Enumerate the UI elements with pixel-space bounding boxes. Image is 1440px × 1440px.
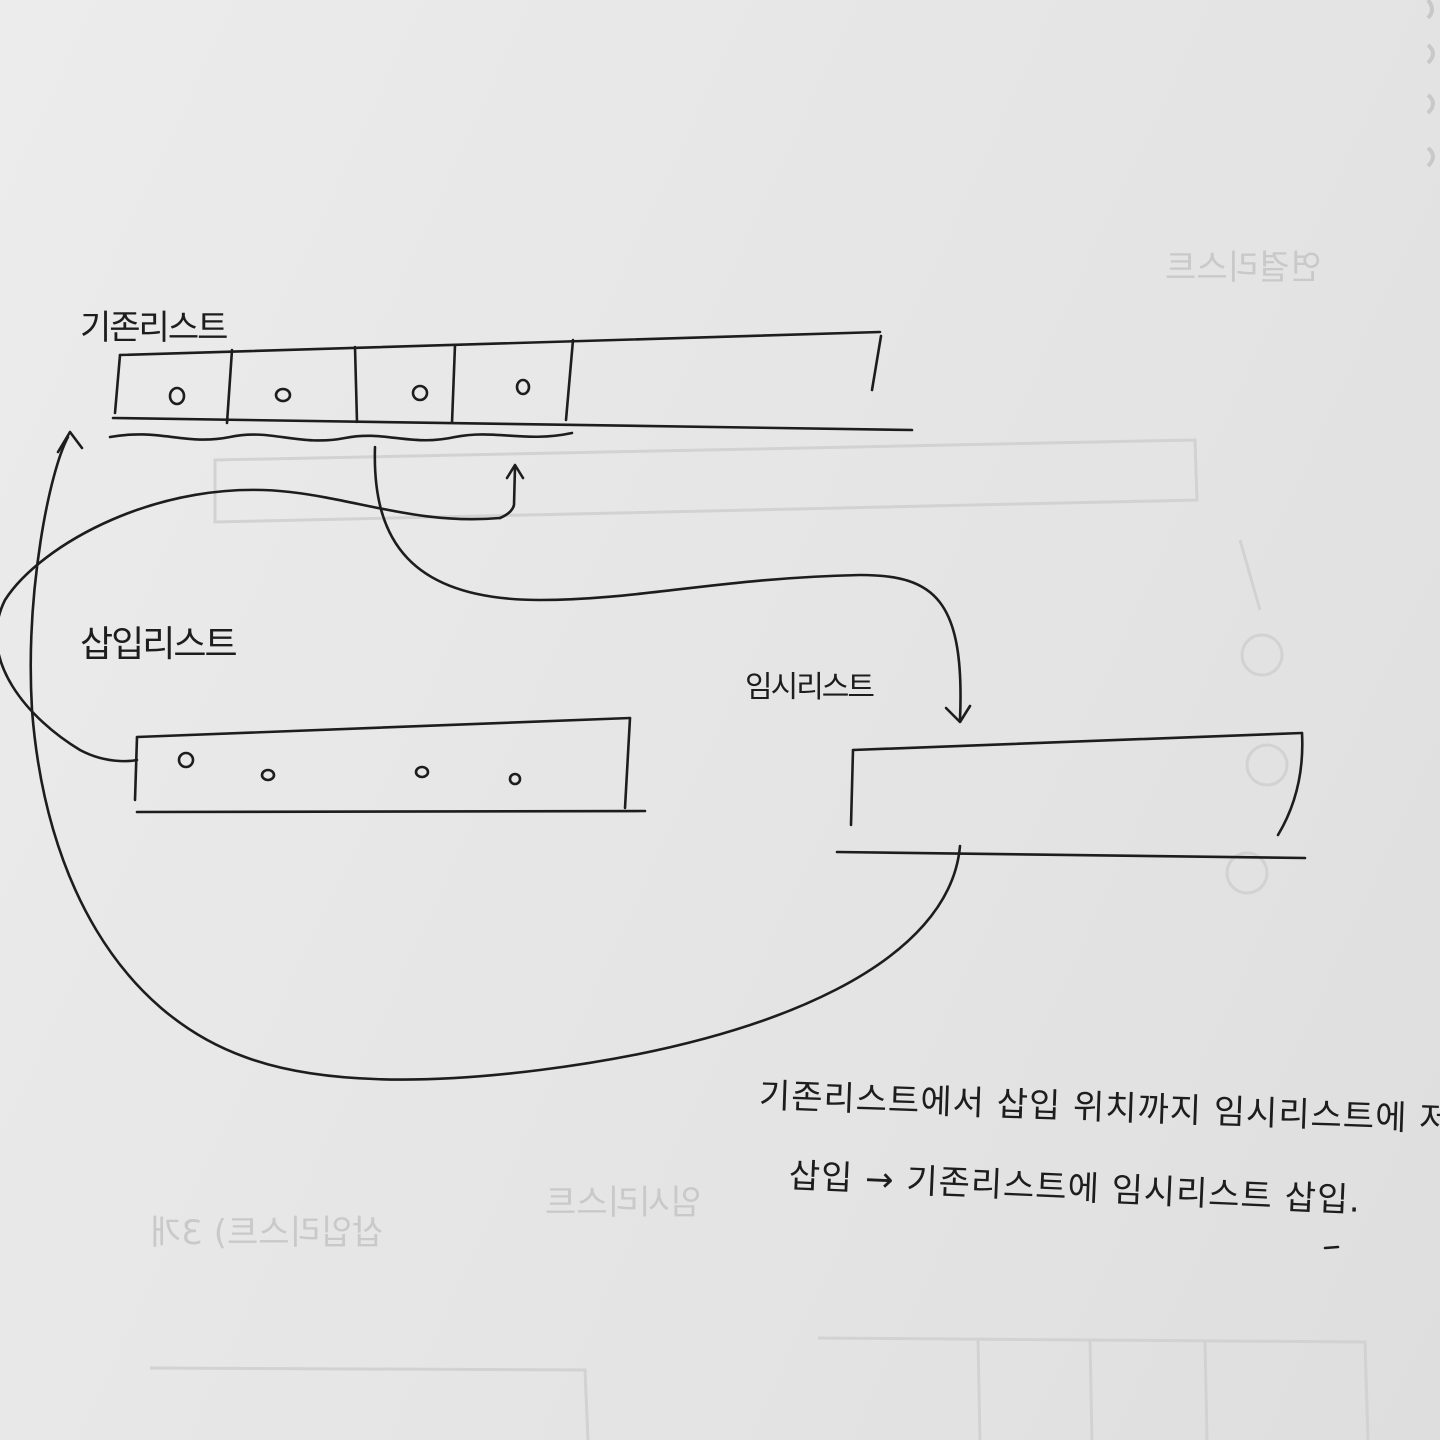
arrow-up-into-existing <box>498 465 517 520</box>
arrow-existing-to-temp <box>373 445 962 722</box>
binding-hole-3 <box>1426 93 1435 115</box>
insert-item-3 <box>414 765 430 779</box>
existing-list-divider-2 <box>353 345 359 424</box>
existing-item-3 <box>411 384 429 402</box>
insert-item-2 <box>260 768 276 782</box>
arrow-insert-back-to-existing <box>0 488 502 763</box>
existing-range-wave <box>108 431 574 442</box>
note-underscore <box>1323 1245 1340 1250</box>
existing-list-label: 기존리스트 <box>80 308 228 348</box>
ghost-circle-3 <box>1225 851 1269 895</box>
temp-list-label: 임시리스트 <box>745 670 875 705</box>
existing-list-divider-4 <box>564 338 575 422</box>
existing-list-right-edge <box>870 334 883 392</box>
existing-item-2 <box>274 387 292 403</box>
insert-item-4 <box>508 772 522 786</box>
existing-list-top-edge <box>118 330 882 357</box>
ghost-arrow <box>1238 539 1262 611</box>
ghost-box-bottom-left <box>149 1366 590 1440</box>
insert-list-label: 삽입리스트 <box>80 624 238 665</box>
insert-list-right-edge <box>623 716 632 810</box>
insert-list-array <box>133 716 647 814</box>
arrow-up-into-existing-head <box>505 463 525 480</box>
ghost-box-top <box>213 438 1199 524</box>
temp-list-top-edge <box>851 731 1304 752</box>
temp-list-array <box>835 731 1307 860</box>
existing-list-left-edge <box>113 353 122 415</box>
existing-list-divider-3 <box>450 343 457 425</box>
insert-list-bottom-edge <box>135 809 647 814</box>
insert-item-1 <box>177 751 195 769</box>
temp-list-right-edge <box>1276 731 1304 837</box>
existing-list-bottom-edge <box>111 416 914 432</box>
arrow-temp-to-existing-start <box>29 435 962 1081</box>
existing-item-1 <box>168 386 186 406</box>
existing-list-array <box>108 330 914 442</box>
temp-list-bottom-edge <box>835 850 1307 860</box>
arrow-temp-to-existing-head <box>56 430 84 454</box>
binding-hole-4 <box>1426 146 1435 168</box>
binding-hole-1 <box>1426 0 1434 20</box>
temp-list-left-edge <box>849 748 855 827</box>
ghost-circle-1 <box>1240 633 1284 677</box>
binding-hole-2 <box>1426 43 1435 65</box>
existing-item-4 <box>515 378 531 396</box>
ghost-box-bottom-right <box>817 1336 1370 1440</box>
insert-list-left-edge <box>133 735 139 802</box>
ghost-circle-2 <box>1245 743 1289 787</box>
insert-list-top-edge <box>135 716 632 739</box>
existing-list-divider-1 <box>225 348 234 425</box>
arrow-existing-to-temp-head <box>944 704 972 724</box>
